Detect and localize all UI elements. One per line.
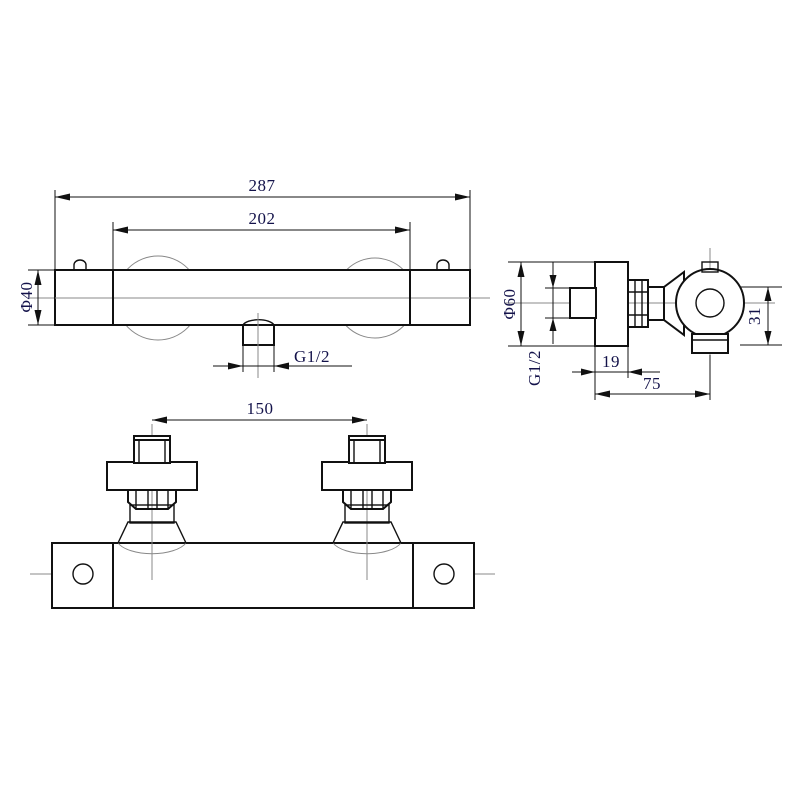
front-left-top-bump <box>73 259 87 271</box>
dimension-150: 150 <box>152 399 367 424</box>
dimension-31: 31 <box>740 286 782 346</box>
bottom-right-collar-arc <box>332 542 402 555</box>
bottom-left-shank <box>129 504 175 524</box>
bottom-left-inlet-assembly <box>106 424 198 580</box>
bottom-right-stem <box>348 435 386 464</box>
side-valve-head-fill <box>676 269 744 337</box>
dimg12s-label: G1/2 <box>525 350 544 386</box>
dim31-arrow-top <box>764 287 772 301</box>
side-elevation-view: Φ60 G1/2 19 <box>500 248 782 400</box>
dim31-label: 31 <box>745 307 764 325</box>
dim287-arrow-left <box>55 193 70 201</box>
dim75-arrow-left <box>595 390 610 398</box>
side-inlet-stem-fill <box>570 288 596 318</box>
dim150-arrow-right <box>352 416 367 424</box>
dim287-arrow-right <box>455 193 470 201</box>
dimphi40-arrow-top <box>34 270 42 285</box>
dimension-287: 287 <box>54 176 471 272</box>
bottom-right-screw-hole <box>433 563 455 585</box>
dim202-arrow-right <box>395 226 410 234</box>
side-inlet-stem <box>569 287 597 319</box>
bottom-left-collar-arc <box>117 542 187 555</box>
front-elevation-view: 287 202 Φ40 <box>17 176 490 378</box>
bottom-plan-view: 150 <box>30 399 495 609</box>
dimphi40-label: Φ40 <box>17 282 36 313</box>
dim19-arrow-right <box>628 368 642 376</box>
dimension-g12-front: G1/2 <box>213 345 352 372</box>
dimg12s-arrow-top <box>549 275 557 288</box>
dim75-label: 75 <box>643 374 661 393</box>
dimphi40-arrow-bottom <box>34 310 42 325</box>
dim19-arrow-left <box>581 368 595 376</box>
dimg12f-arrow-left <box>228 362 243 370</box>
side-bottom-outlet-fill <box>692 334 728 353</box>
dim19-label: 19 <box>602 352 620 371</box>
dimg12s-arrow-bottom <box>549 318 557 331</box>
side-head-top-nub <box>701 261 719 273</box>
bottom-left-collar <box>117 521 187 544</box>
dimension-19: 19 <box>572 327 660 378</box>
bottom-left-flange-fill <box>107 462 197 490</box>
dimension-202: 202 <box>112 209 411 272</box>
dim287-label: 287 <box>249 176 276 195</box>
side-bottom-outlet <box>691 333 729 354</box>
side-wall-flange-fill <box>595 262 628 346</box>
dimension-75: 75 <box>594 346 711 400</box>
dim75-arrow-right <box>695 390 710 398</box>
front-right-top-bump <box>436 259 450 271</box>
bottom-right-inlet-assembly <box>321 424 413 580</box>
side-valve-head-bore <box>695 288 725 318</box>
bottom-left-stem <box>133 435 171 464</box>
dimphi60-arrow-top <box>517 262 525 277</box>
dimension-g12-side: G1/2 <box>525 262 574 386</box>
dimphi60-arrow-bottom <box>517 331 525 346</box>
dim202-arrow-left <box>113 226 128 234</box>
bottom-body-fill <box>52 543 474 608</box>
side-tapered-body <box>663 270 685 337</box>
bottom-right-flange-fill <box>322 462 412 490</box>
dim31-arrow-bottom <box>764 331 772 345</box>
bottom-left-screw-hole <box>72 563 94 585</box>
dimg12f-label: G1/2 <box>294 347 330 366</box>
dimg12f-arrow-right <box>274 362 289 370</box>
bottom-right-shank <box>344 504 390 524</box>
dim150-arrow-left <box>152 416 167 424</box>
dimension-phi40: Φ40 <box>17 269 60 326</box>
bottom-body-outline <box>51 542 475 609</box>
bottom-right-collar <box>332 521 402 544</box>
dim202-label: 202 <box>249 209 276 228</box>
dimphi60-label: Φ60 <box>500 289 519 320</box>
dim150-label: 150 <box>247 399 274 418</box>
